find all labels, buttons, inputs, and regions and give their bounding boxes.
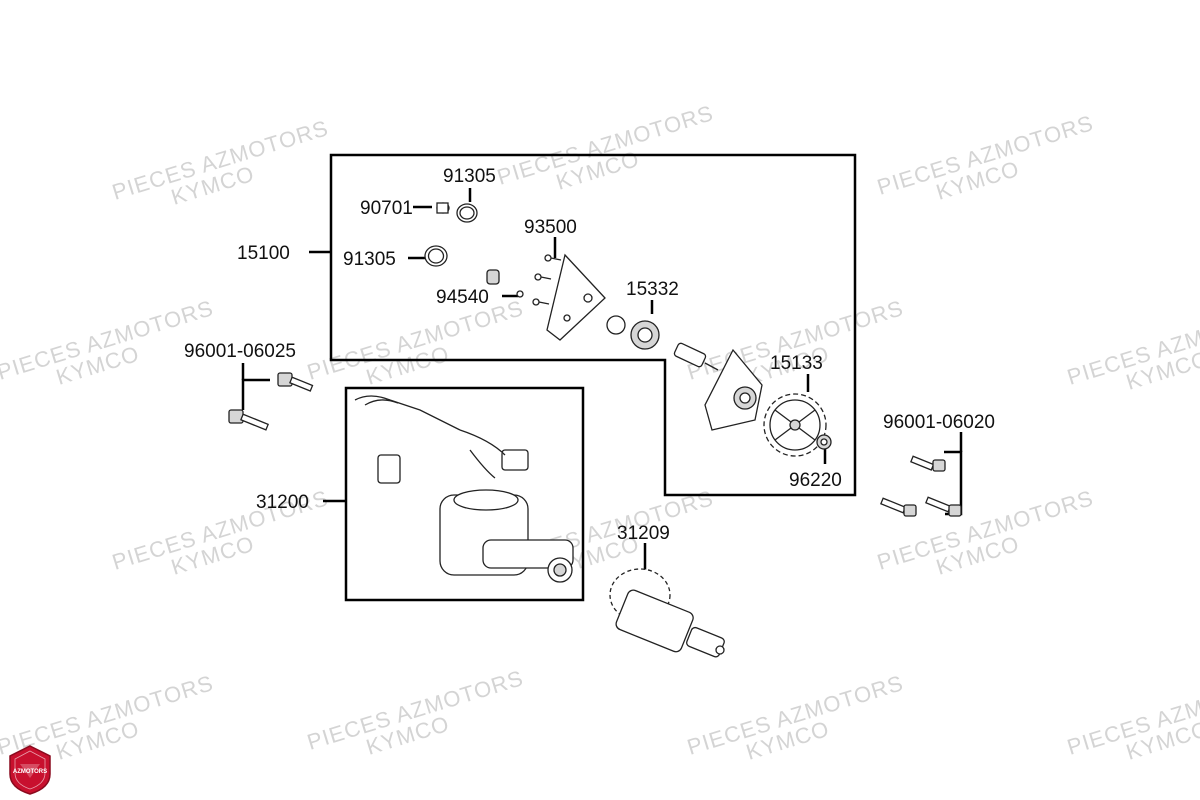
- group-frame-15100: [329, 153, 857, 497]
- o-ring-91305-lower: [424, 245, 448, 267]
- dowel-pin-90701: [436, 202, 450, 214]
- watermark-layer: PIECES AZMOTORS KYMCO PIECES AZMOTORS KY…: [0, 100, 1200, 765]
- plug-94540: [486, 269, 524, 298]
- logo-text: AZMOTORS: [13, 769, 47, 775]
- sprocket-15133: [763, 393, 827, 457]
- starter-motor-31200: [354, 395, 574, 583]
- label-15133: 15133: [770, 353, 823, 374]
- label-90701: 90701: [360, 198, 413, 219]
- label-91305-lower: 91305: [343, 249, 396, 270]
- bracket-plate: [704, 348, 763, 431]
- bolts-96001-06020: [880, 455, 962, 517]
- label-96220: 96220: [789, 470, 842, 491]
- label-94540: 94540: [436, 287, 489, 308]
- bolts-93500: [532, 254, 562, 306]
- label-93500: 93500: [524, 217, 577, 238]
- nut-96220: [816, 434, 832, 450]
- label-96001-06020: 96001-06020: [883, 412, 995, 433]
- label-91305-top: 91305: [443, 166, 496, 187]
- shaft: [673, 342, 719, 371]
- group-frame-31200: [344, 386, 585, 602]
- label-31200: 31200: [256, 492, 309, 513]
- bolts-96001-06025: [228, 372, 314, 431]
- starter-clutch-31209: [609, 568, 725, 658]
- o-ring-91305-top: [456, 203, 478, 223]
- cover-plate: [546, 253, 606, 341]
- azmotors-logo: AZMOTORS: [9, 745, 51, 795]
- label-15100: 15100: [237, 243, 290, 264]
- label-31209: 31209: [617, 523, 670, 544]
- label-96001-06025: 96001-06025: [184, 341, 296, 362]
- leader-lines: [241, 188, 963, 570]
- label-15332: 15332: [626, 279, 679, 300]
- gear-15332: [606, 315, 660, 350]
